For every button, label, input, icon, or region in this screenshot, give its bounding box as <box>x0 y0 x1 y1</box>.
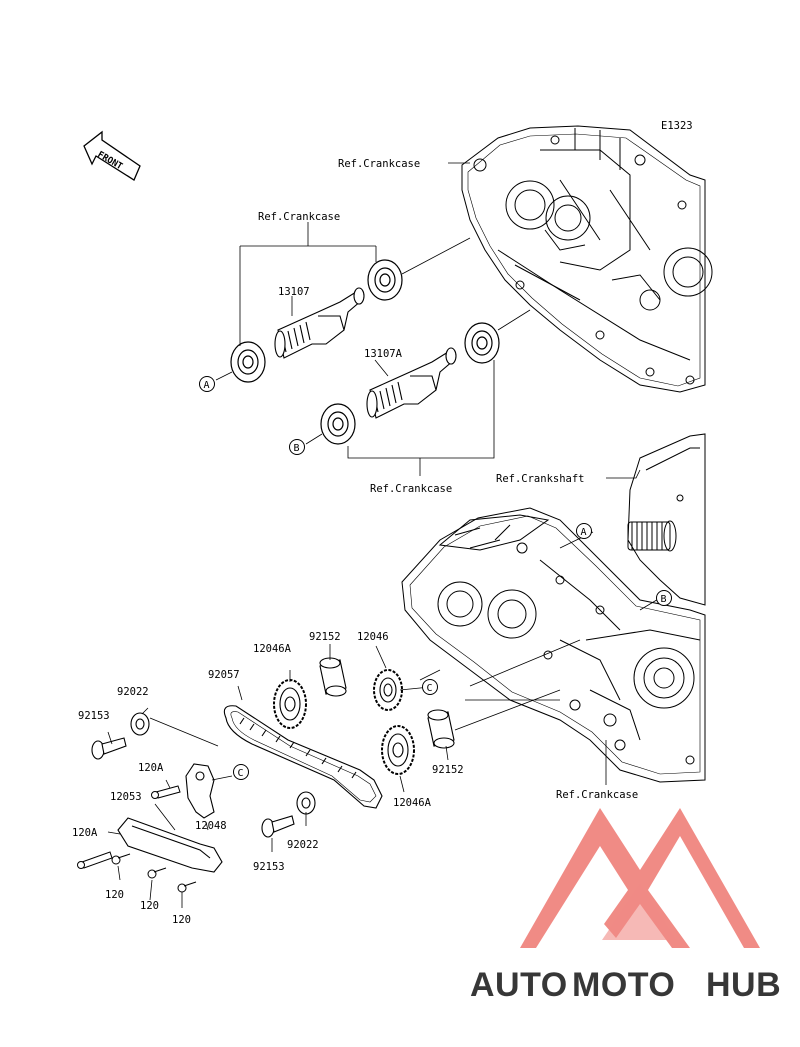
leader-lines-upper <box>215 162 661 611</box>
marker-c-left: C <box>233 764 249 780</box>
sprocket-12046a-top <box>273 679 307 729</box>
part-12046a-top: 12046A <box>253 643 292 655</box>
automotohub-wordmark: AUTO MOTO HUB <box>470 966 781 1004</box>
balancer-shaft-13107 <box>274 287 365 359</box>
part-92152-top: 92152 <box>309 631 341 643</box>
marker-a-left-label: A <box>204 380 210 391</box>
part-92153-bottom: 92153 <box>253 861 285 873</box>
crankshaft-illustration <box>627 433 706 606</box>
part-92152-right: 92152 <box>432 764 464 776</box>
bearing-a <box>230 341 266 383</box>
bolt-92153-bottom <box>261 815 295 838</box>
tensioner-12048 <box>185 763 215 819</box>
watermark-hub: HUB <box>706 966 781 1004</box>
part-13107a: 13107A <box>364 348 403 360</box>
part-120a-left: 120A <box>72 827 98 839</box>
watermark-moto: MOTO <box>572 966 675 1004</box>
marker-b-right: B <box>656 590 672 606</box>
marker-c-right: C <box>422 679 438 695</box>
part-92057: 92057 <box>208 669 240 681</box>
ref-crankcase-left: Ref.Crankcase <box>258 211 340 223</box>
diagram-code: E1323 <box>661 120 693 132</box>
leader-lines-lower <box>107 639 607 908</box>
chain-guide-12053 <box>117 817 223 873</box>
marker-a-left: A <box>199 376 215 392</box>
part-120a-mid: 120A <box>138 762 164 774</box>
collar-92152-right <box>427 709 455 749</box>
upper-crankcase-illustration <box>461 125 713 393</box>
marker-b-right-label: B <box>661 594 667 605</box>
bearing-upper-right <box>367 259 403 301</box>
part-92022-left: 92022 <box>117 686 149 698</box>
part-120-2: 120 <box>140 900 159 912</box>
sprocket-12046 <box>373 669 403 711</box>
balancer-shaft-13107a <box>366 347 457 419</box>
washer-92022-bottom <box>296 791 316 815</box>
marker-b-left-label: B <box>294 443 300 454</box>
sprocket-12046a-bottom <box>381 725 415 775</box>
part-12053: 12053 <box>110 791 142 803</box>
part-92022-bottom: 92022 <box>287 839 319 851</box>
automotohub-logo-icon <box>520 808 760 948</box>
bolt-92153-left <box>91 737 127 760</box>
marker-b-left: B <box>289 439 305 455</box>
ref-crankcase-top: Ref.Crankcase <box>338 158 420 170</box>
ref-crankcase-bottom: Ref.Crankcase <box>556 789 638 801</box>
watermark-auto: AUTO <box>470 966 568 1004</box>
front-arrow-icon: FRONT <box>83 130 141 181</box>
bolts-120 <box>77 785 197 893</box>
drive-chain-92057 <box>223 705 383 809</box>
ref-crankcase-mid: Ref.Crankcase <box>370 483 452 495</box>
marker-c-left-label: C <box>238 768 244 779</box>
marker-a-right-label: A <box>581 527 587 538</box>
marker-c-right-label: C <box>427 683 433 694</box>
ref-crankshaft: Ref.Crankshaft <box>496 473 585 485</box>
part-12046: 12046 <box>357 631 389 643</box>
bearing-lower-right <box>464 322 500 364</box>
washer-92022-left <box>130 712 150 736</box>
lower-crankcase-illustration <box>401 507 706 783</box>
part-12046a-bottom: 12046A <box>393 797 432 809</box>
part-12048: 12048 <box>195 820 227 832</box>
part-120-3: 120 <box>172 914 191 926</box>
collar-92152-top <box>319 657 347 697</box>
part-13107: 13107 <box>278 286 310 298</box>
marker-a-right: A <box>576 523 592 539</box>
part-120-1: 120 <box>105 889 124 901</box>
part-92153-left: 92153 <box>78 710 110 722</box>
bearing-b <box>320 403 356 445</box>
